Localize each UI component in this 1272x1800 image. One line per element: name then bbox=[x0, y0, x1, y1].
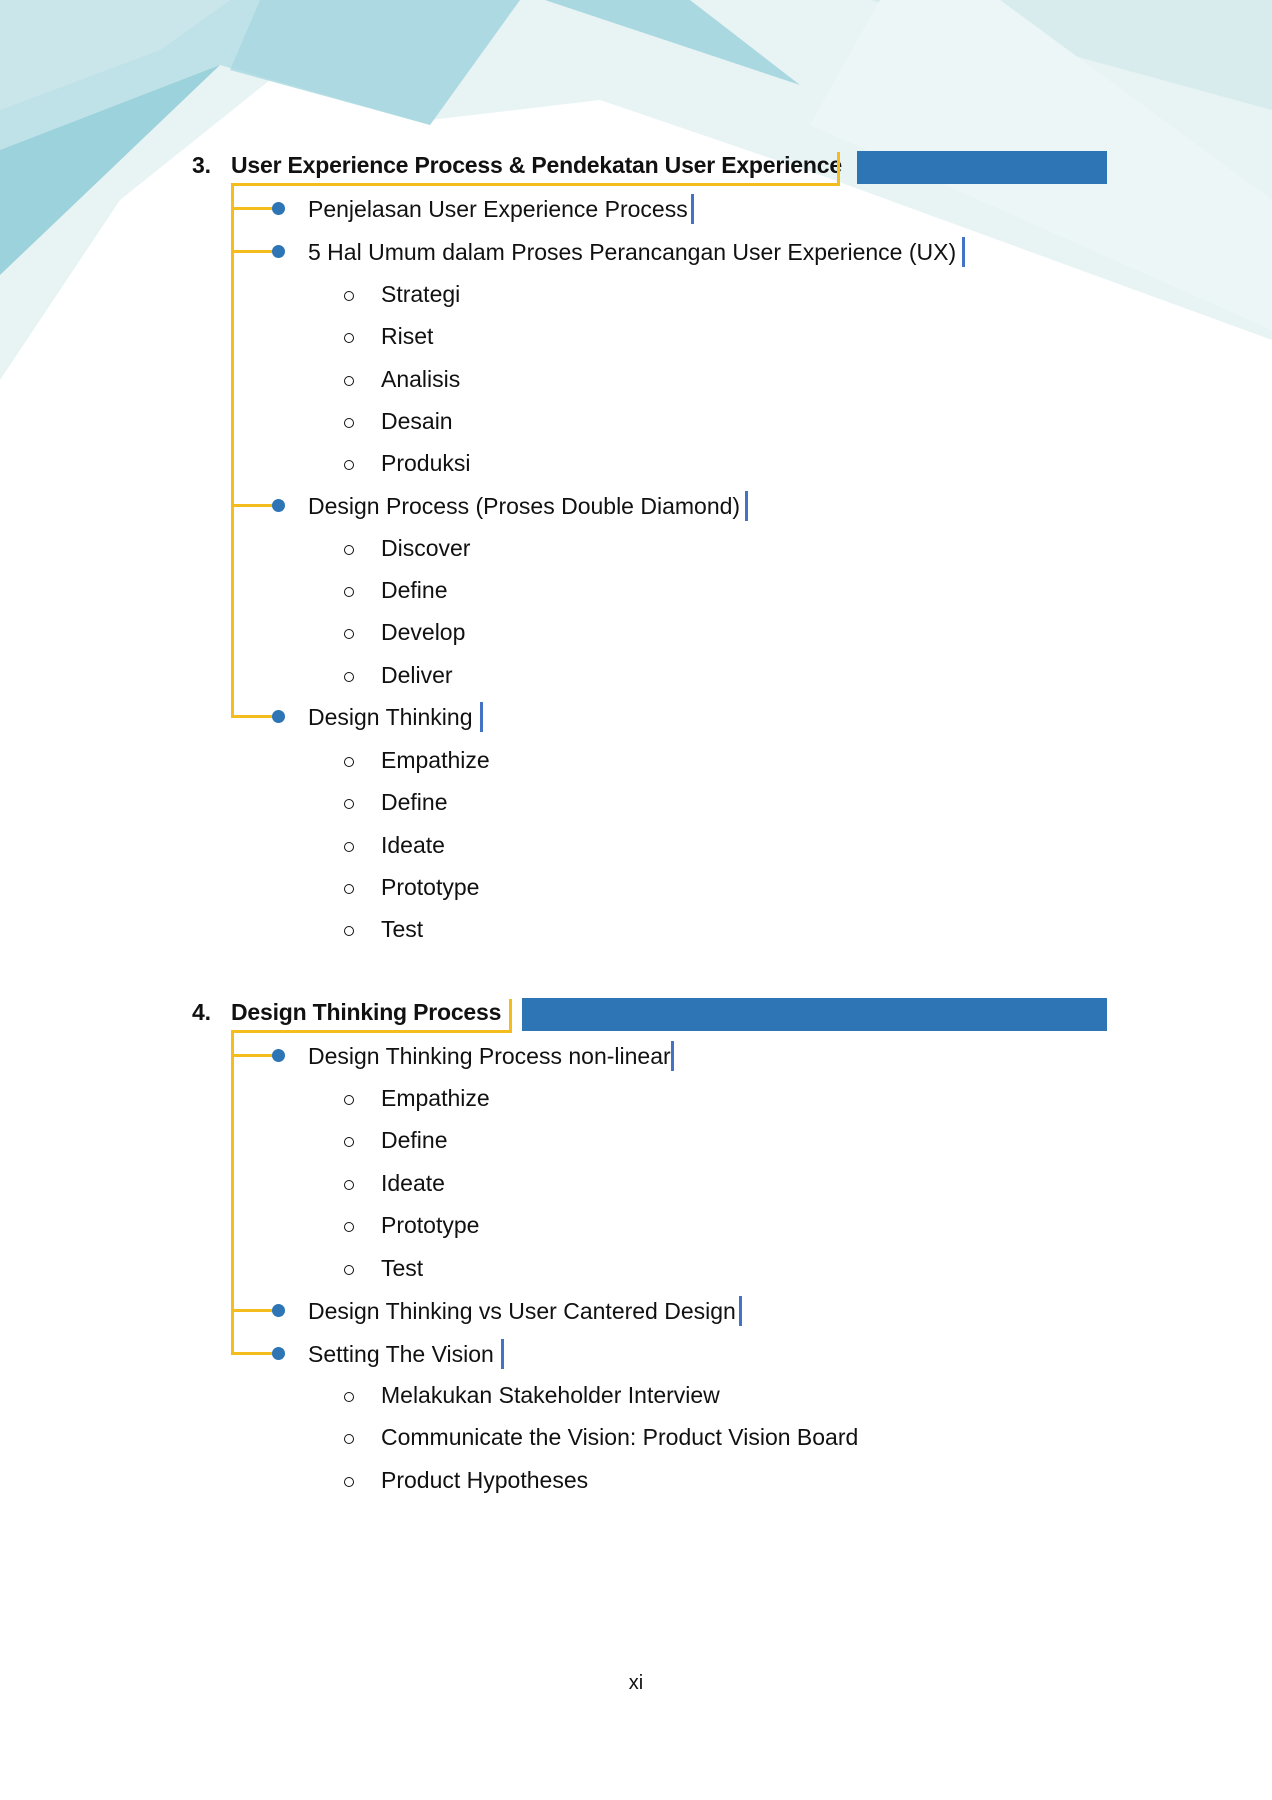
sub-bullet bbox=[344, 629, 354, 639]
tree-trunk bbox=[231, 183, 234, 718]
sub-bullet bbox=[344, 1222, 354, 1232]
sub-bullet bbox=[344, 1137, 354, 1147]
bullet-dot bbox=[272, 499, 285, 512]
section-title-bar bbox=[857, 151, 1107, 184]
sub-item: Riset bbox=[381, 323, 434, 349]
tree-branch bbox=[231, 250, 273, 253]
sub-item: Empathize bbox=[381, 747, 490, 773]
list-item-label: Setting The Vision bbox=[308, 1341, 494, 1367]
list-item-label: 5 Hal Umum dalam Proses Perancangan User… bbox=[308, 239, 957, 265]
sub-bullet bbox=[344, 672, 354, 682]
sub-item: Discover bbox=[381, 535, 471, 561]
sub-item: Produksi bbox=[381, 450, 471, 476]
list-item-label: Design Thinking Process non-linear bbox=[308, 1043, 671, 1069]
sub-item: Develop bbox=[381, 619, 466, 645]
sub-bullet bbox=[344, 1477, 354, 1487]
sub-bullet bbox=[344, 333, 354, 343]
list-item-label: Design Thinking vs User Cantered Design bbox=[308, 1298, 736, 1324]
list-item: Design Thinking Process non-linear bbox=[308, 1041, 674, 1071]
list-item: Design Thinking bbox=[308, 702, 483, 732]
section-title-bar bbox=[522, 998, 1107, 1031]
text-cursor bbox=[738, 1296, 742, 1326]
title-underline bbox=[231, 183, 839, 186]
sub-bullet bbox=[344, 799, 354, 809]
sub-item: Test bbox=[381, 1255, 424, 1281]
text-cursor bbox=[690, 194, 694, 224]
bullet-dot bbox=[272, 202, 285, 215]
text-cursor bbox=[962, 237, 966, 267]
section-title: User Experience Process & Pendekatan Use… bbox=[231, 152, 842, 178]
sub-item: Analisis bbox=[381, 366, 461, 392]
sub-item: Prototype bbox=[381, 874, 480, 900]
sub-item: Prototype bbox=[381, 1212, 480, 1238]
list-item: Penjelasan User Experience Process bbox=[308, 194, 694, 224]
tree-branch bbox=[231, 207, 273, 210]
title-underline-tick bbox=[837, 152, 840, 186]
sub-bullet bbox=[344, 418, 354, 428]
title-underline bbox=[231, 1030, 512, 1033]
sub-bullet bbox=[344, 757, 354, 767]
sub-item: Define bbox=[381, 1127, 448, 1153]
sub-bullet bbox=[344, 460, 354, 470]
page-number: xi bbox=[628, 1672, 644, 1694]
bullet-dot bbox=[272, 710, 285, 723]
sub-item: Ideate bbox=[381, 1170, 445, 1196]
sub-item: Communicate the Vision: Product Vision B… bbox=[381, 1424, 859, 1450]
tree-branch bbox=[231, 1054, 273, 1057]
bullet-dot bbox=[272, 1304, 285, 1317]
bullet-dot bbox=[272, 1049, 285, 1062]
sub-bullet bbox=[344, 1392, 354, 1402]
sub-item: Define bbox=[381, 577, 448, 603]
sub-item: Product Hypotheses bbox=[381, 1467, 589, 1493]
tree-branch bbox=[231, 715, 273, 718]
sub-bullet bbox=[344, 545, 354, 555]
sub-bullet bbox=[344, 291, 354, 301]
sub-bullet bbox=[344, 1434, 354, 1444]
bullet-dot bbox=[272, 1347, 285, 1360]
sub-item: Melakukan Stakeholder Interview bbox=[381, 1382, 720, 1408]
sub-item: Deliver bbox=[381, 662, 453, 688]
tree-branch bbox=[231, 1352, 273, 1355]
section-number: 4. bbox=[192, 999, 211, 1025]
sub-item: Ideate bbox=[381, 832, 445, 858]
sub-bullet bbox=[344, 884, 354, 894]
list-item-label: Design Process (Proses Double Diamond) bbox=[308, 493, 741, 519]
sub-bullet bbox=[344, 1180, 354, 1190]
tree-trunk bbox=[231, 1030, 234, 1355]
sub-item: Desain bbox=[381, 408, 453, 434]
sub-bullet bbox=[344, 587, 354, 597]
sub-item: Empathize bbox=[381, 1085, 490, 1111]
list-item: Design Process (Proses Double Diamond) bbox=[308, 491, 749, 521]
section-number: 3. bbox=[192, 152, 211, 178]
list-item-label: Penjelasan User Experience Process bbox=[308, 196, 688, 222]
bullet-dot bbox=[272, 245, 285, 258]
text-cursor bbox=[500, 1339, 504, 1369]
sub-item: Test bbox=[381, 916, 424, 942]
title-underline-tick bbox=[509, 999, 512, 1033]
sub-item: Strategi bbox=[381, 281, 461, 307]
sub-bullet bbox=[344, 1265, 354, 1275]
section-title: Design Thinking Process bbox=[231, 999, 502, 1025]
sub-bullet bbox=[344, 1095, 354, 1105]
sub-bullet bbox=[344, 376, 354, 386]
list-item-label: Design Thinking bbox=[308, 704, 473, 730]
list-item: 5 Hal Umum dalam Proses Perancangan User… bbox=[308, 237, 966, 267]
sub-bullet bbox=[344, 842, 354, 852]
text-cursor bbox=[479, 702, 483, 732]
text-cursor bbox=[745, 491, 749, 521]
tree-branch bbox=[231, 504, 273, 507]
list-item: Design Thinking vs User Cantered Design bbox=[308, 1296, 742, 1326]
sub-bullet bbox=[344, 926, 354, 936]
list-item: Setting The Vision bbox=[308, 1339, 504, 1369]
text-cursor bbox=[670, 1041, 674, 1071]
sub-item: Define bbox=[381, 789, 448, 815]
tree-branch bbox=[231, 1309, 273, 1312]
